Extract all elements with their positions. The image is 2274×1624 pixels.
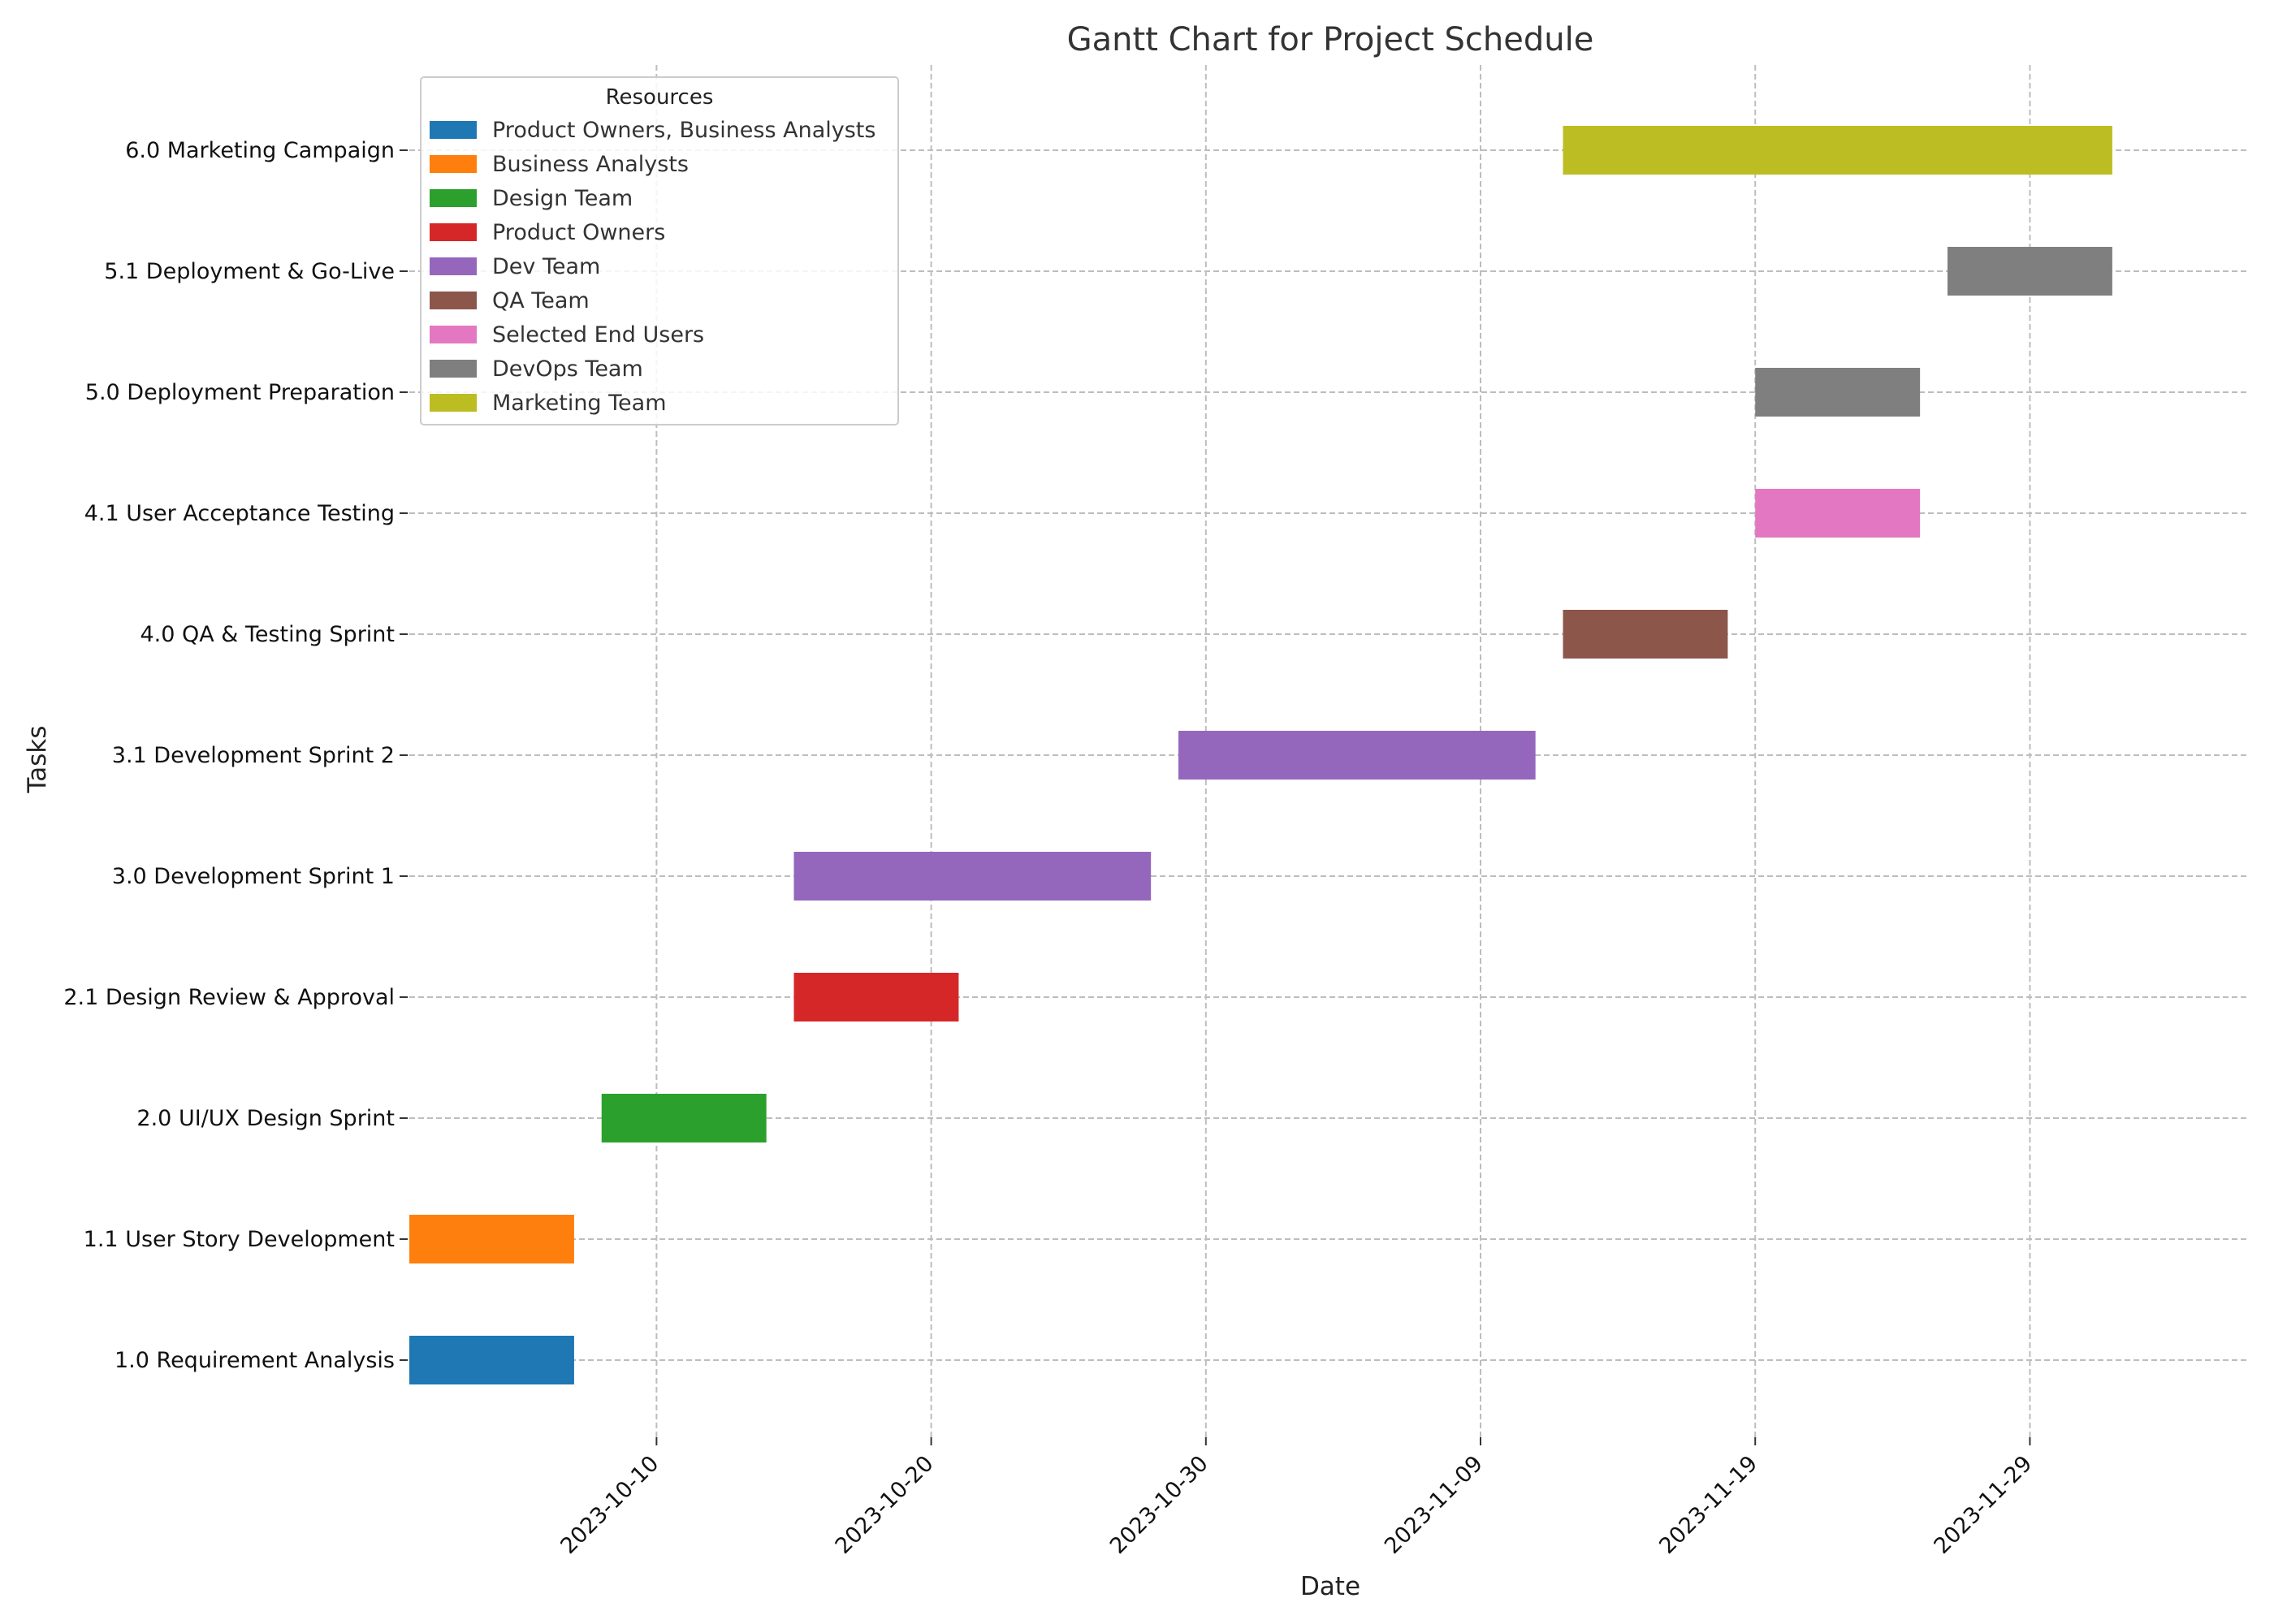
y-tick-label: 5.0 Deployment Preparation [85, 380, 395, 405]
legend-swatch [430, 155, 477, 173]
legend-entry-label: Marketing Team [492, 391, 667, 416]
legend-entry-label: Design Team [492, 186, 633, 211]
legend-title: Resources [606, 85, 714, 110]
task-bar [793, 973, 959, 1021]
legend-entry-label: QA Team [492, 288, 590, 313]
legend-swatch [430, 121, 477, 139]
legend-entry-label: Selected End Users [492, 322, 704, 348]
y-tick-label: 3.1 Development Sprint 2 [112, 743, 395, 768]
legend-swatch [430, 292, 477, 309]
y-tick-label: 5.1 Deployment & Go-Live [104, 259, 395, 284]
legend-swatch [430, 223, 477, 241]
legend-swatch [430, 360, 477, 378]
x-tick-labels: 2023-10-10 2023-10-20 2023-10-30 2023-11-09… [556, 1437, 2037, 1559]
task-bar [409, 1215, 574, 1263]
legend-swatch [430, 189, 477, 207]
legend-items: Product Owners, Business AnalystsBusines… [430, 118, 875, 416]
x-tick-label: 2023-11-19 [1654, 1451, 1762, 1559]
y-tick-label: 2.0 UI/UX Design Sprint [136, 1106, 395, 1131]
y-tick-label: 4.1 User Acceptance Testing [84, 501, 395, 526]
task-bar [1755, 489, 1921, 538]
y-tick-label: 6.0 Marketing Campaign [125, 138, 395, 163]
task-bar [1563, 610, 1728, 659]
y-tick-label: 1.0 Requirement Analysis [115, 1348, 395, 1373]
legend-entry-label: Product Owners [492, 220, 665, 245]
x-tick-label: 2023-10-10 [556, 1451, 664, 1559]
task-bar [1947, 247, 2112, 296]
y-tick-label: 1.1 User Story Development [84, 1227, 395, 1252]
legend-swatch [430, 257, 477, 275]
task-bar [1563, 126, 2112, 175]
x-tick-label: 2023-11-29 [1930, 1451, 2038, 1559]
legend-frame [420, 76, 899, 425]
task-bars [409, 126, 2112, 1384]
legend-entry-label: Dev Team [492, 254, 600, 279]
legend-swatch [430, 394, 477, 412]
y-axis-label: Tasks [23, 725, 52, 793]
x-tick-label: 2023-10-20 [831, 1451, 939, 1559]
task-bar [1755, 368, 1921, 417]
legend-entry-label: DevOps Team [492, 356, 643, 382]
legend-entry-label: Product Owners, Business Analysts [492, 118, 875, 143]
legend-entry-label: Business Analysts [492, 152, 689, 177]
y-tick-label: 2.1 Design Review & Approval [63, 985, 395, 1010]
task-bar [409, 1336, 574, 1384]
x-tick-label: 2023-10-30 [1105, 1451, 1213, 1559]
chart-title: Gantt Chart for Project Schedule [1067, 21, 1594, 58]
y-tick-label: 4.0 QA & Testing Sprint [140, 622, 395, 647]
task-bar [601, 1094, 767, 1142]
x-axis-label: Date [1300, 1572, 1360, 1601]
task-bar [793, 852, 1152, 901]
legend: Resources Product Owners, Business Analy… [420, 76, 899, 425]
task-bar [1178, 731, 1536, 780]
y-tick-labels: 1.0 Requirement Analysis 1.1 User Story D… [63, 138, 408, 1373]
legend-swatch [430, 326, 477, 343]
y-tick-label: 3.0 Development Sprint 1 [112, 864, 395, 889]
x-tick-label: 2023-11-09 [1380, 1451, 1488, 1559]
